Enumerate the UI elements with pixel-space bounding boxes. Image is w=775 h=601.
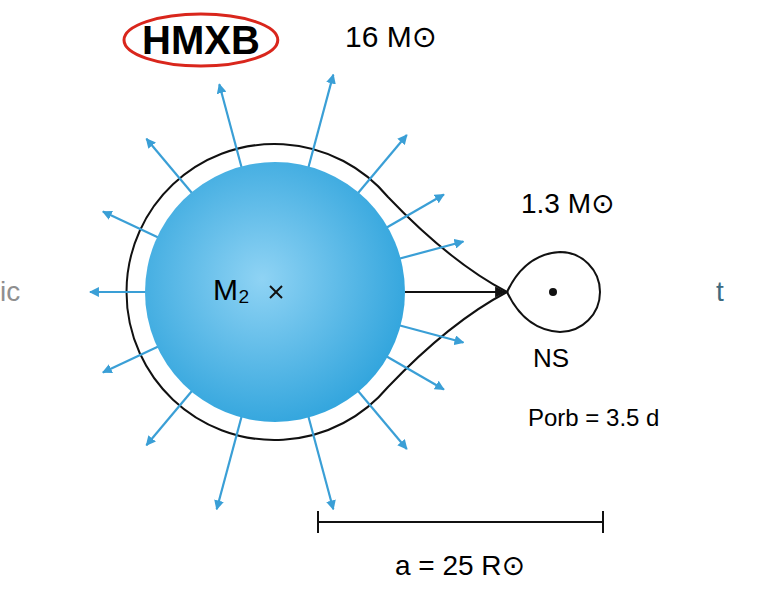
roche-lobe <box>127 144 507 440</box>
node-text: 1.3 M⊙ <box>521 188 615 220</box>
annotation-label: a = 25 R⊙ <box>395 550 525 582</box>
node-text: M₂ <box>213 273 250 308</box>
neutron-star: 1.3 M⊙NS <box>505 250 602 334</box>
node-text: HMXB <box>142 17 260 63</box>
star-outline <box>145 162 405 422</box>
annotation-label: ic <box>0 276 20 308</box>
donor-star: M₂ <box>145 162 405 422</box>
annotation-label: Porb = 3.5 d <box>528 404 659 432</box>
annotation-label: t <box>716 276 724 308</box>
ns-outline <box>505 250 602 334</box>
scale-bar <box>318 511 603 533</box>
annotation-label: 16 M⊙ <box>345 20 437 55</box>
node-text: NS <box>533 344 569 374</box>
class-badge: HMXB <box>122 12 280 68</box>
mass-transfer-arrow <box>405 291 505 293</box>
